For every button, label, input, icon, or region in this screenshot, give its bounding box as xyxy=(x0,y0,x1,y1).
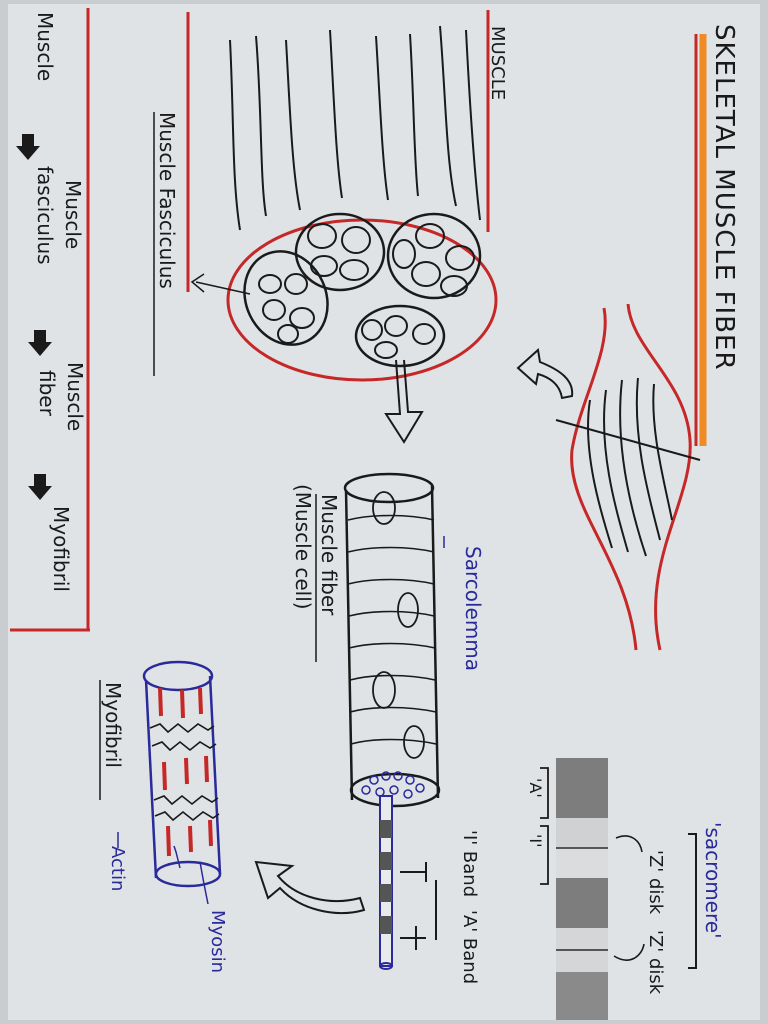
label-muscle-fasciculus: Muscle Fasciculus xyxy=(155,112,179,289)
nucleus xyxy=(372,491,396,525)
a-band-dark xyxy=(556,758,608,818)
cross-section-cut-line xyxy=(555,419,701,461)
label-actin: Actin xyxy=(107,846,128,891)
summary-fiber-line1: Muscle xyxy=(63,362,87,431)
label-sarcomere: 'sacromere' xyxy=(701,822,725,939)
whole-muscle-drawing xyxy=(555,303,701,651)
nucleus xyxy=(397,592,419,628)
nucleus xyxy=(372,671,396,709)
summary-box xyxy=(10,8,90,632)
muscle-cross-section xyxy=(186,10,498,382)
muscle-outline-left xyxy=(570,307,638,651)
summary-myofibril: Myofibril xyxy=(49,506,73,592)
summary-fiber-line2: fiber xyxy=(35,370,59,417)
label-z-disk-2: 'Z' disk xyxy=(645,930,666,995)
muscle-outline-right xyxy=(626,303,692,651)
label-band-a: 'A' xyxy=(526,778,545,798)
muscle-fiber-drawing xyxy=(343,472,441,808)
label-a-band: 'A' Band xyxy=(459,910,480,984)
label-muscle-cell: (Muscle cell) xyxy=(291,484,315,610)
sarcomere-strip xyxy=(540,758,697,1020)
arrow-muscle-to-section xyxy=(516,348,574,400)
summary-muscle: Muscle xyxy=(33,12,57,81)
fasciculus xyxy=(354,304,446,368)
title: SKELETAL MUSCLE FIBER xyxy=(709,24,739,371)
arrow-fiber-to-myofibril xyxy=(254,860,366,914)
label-myofibril: Myofibril xyxy=(101,682,125,768)
summary-arrow-2 xyxy=(28,330,52,356)
label-muscle: MUSCLE xyxy=(487,26,508,100)
arrow-fasciculus-to-fiber xyxy=(384,359,424,444)
summary-arrow-3 xyxy=(28,474,52,500)
fasciculus xyxy=(386,212,482,300)
nucleus xyxy=(403,725,425,759)
summary-fasciculus-line2: fasciculus xyxy=(33,166,57,265)
fasciculus xyxy=(243,250,329,346)
label-z-disk-1: 'Z' disk xyxy=(645,850,666,915)
a-band-dark xyxy=(556,972,608,1020)
label-muscle-fiber: Muscle fiber xyxy=(317,494,341,616)
label-sarcolemma: Sarcolemma xyxy=(461,546,485,671)
summary-fasciculus-line1: Muscle xyxy=(61,180,85,249)
myofibril-bundle xyxy=(117,660,222,905)
summary-arrow-1 xyxy=(16,134,40,160)
label-band-i: 'I' xyxy=(526,834,545,848)
a-band-dark xyxy=(556,878,608,928)
single-myofibril-strand xyxy=(379,795,393,970)
band-markers xyxy=(400,862,437,950)
i-band-light xyxy=(556,818,608,848)
label-i-band: 'I' Band xyxy=(459,830,480,897)
label-myosin: Myosin xyxy=(207,910,228,973)
